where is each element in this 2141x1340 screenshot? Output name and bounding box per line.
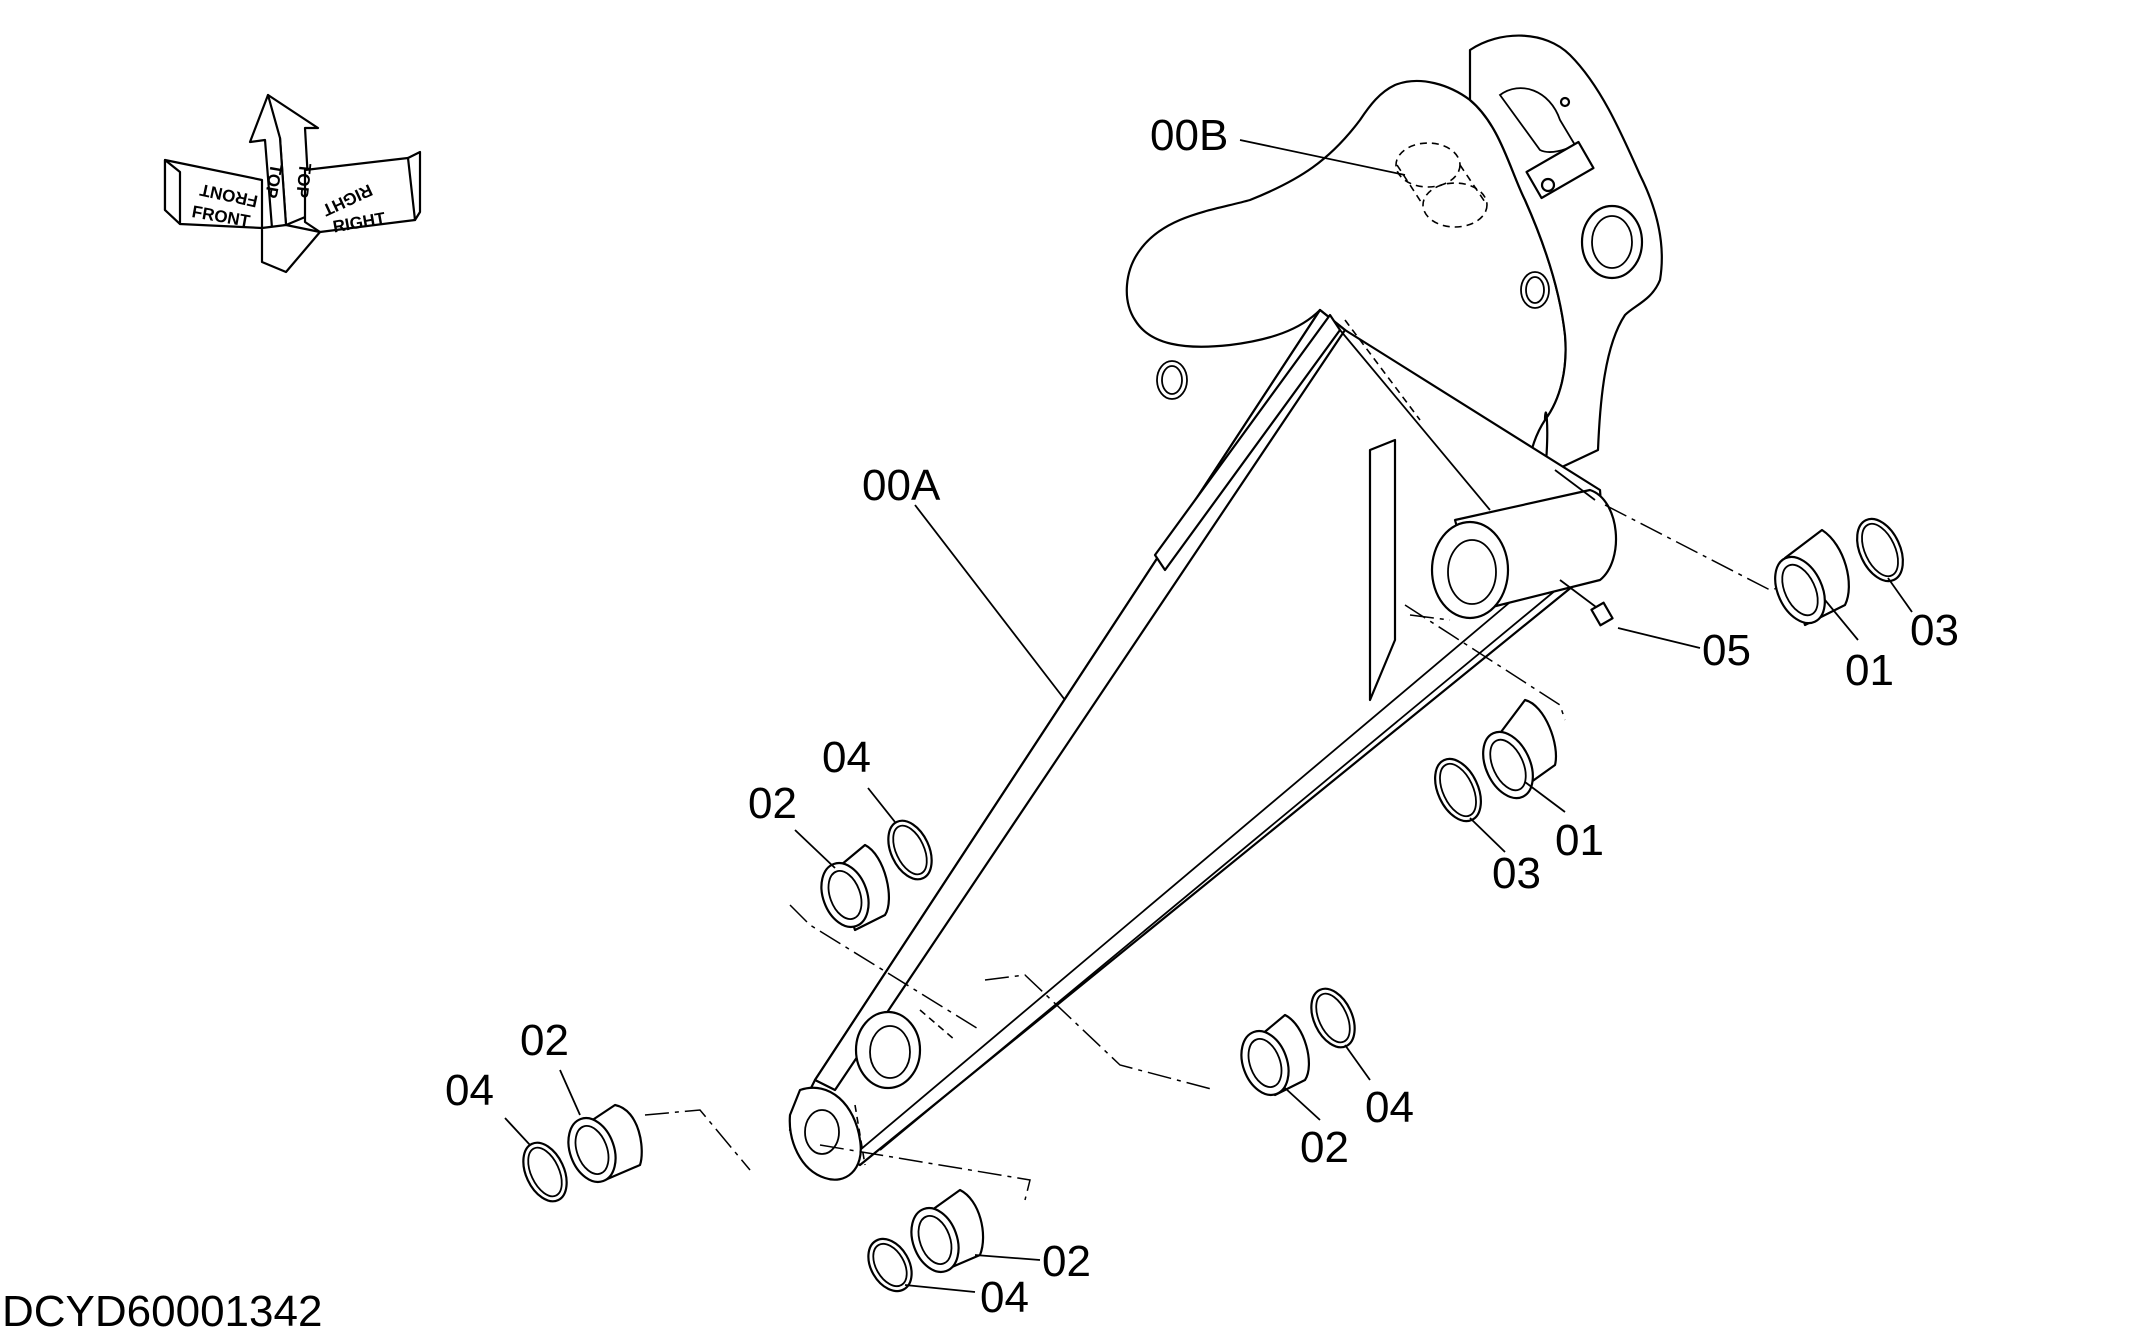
callout-05: 05: [1702, 626, 1751, 675]
shim-04-a: [887, 819, 933, 881]
callout-03-mid: 03: [1492, 849, 1541, 898]
callout-02-d: 02: [1042, 1237, 1091, 1286]
bushing-02-b: [567, 1103, 643, 1184]
callout-04-d: 04: [980, 1273, 1029, 1322]
callout-04-b: 04: [445, 1066, 494, 1115]
callout-00B: 00B: [1150, 111, 1228, 160]
shim-04-b: [522, 1141, 568, 1203]
shim-03-upper: [1856, 517, 1904, 583]
leader-lines: [504, 139, 1913, 1293]
drawing-reference-code: DCYD60001342: [2, 1287, 322, 1335]
assembly-lines: [644, 504, 1791, 1201]
bushing-01-upper: [1774, 528, 1850, 627]
callout-labels: 00B 00A 05 01 03 01 03 04 02 02 04 02 04…: [445, 111, 1959, 1322]
bushing-01-mid: [1482, 698, 1558, 800]
callout-03-upper: 03: [1910, 606, 1959, 655]
rear-plate: [1468, 34, 1663, 477]
callout-04-c: 04: [1365, 1083, 1414, 1132]
callout-00A: 00A: [862, 461, 941, 510]
bushing-02-c: [1240, 1013, 1310, 1097]
callout-01-upper: 01: [1845, 646, 1894, 695]
callout-02-c: 02: [1300, 1123, 1349, 1172]
arm-assembly: [788, 34, 1663, 1181]
shim-04-c: [1310, 987, 1356, 1049]
orientation-indicator: FRONT FRONT TOP TOP RIGHT RIGHT: [163, 93, 422, 274]
shim-04-d: [867, 1237, 913, 1293]
orientation-top-label: TOP: [292, 162, 315, 198]
callout-01-mid: 01: [1555, 816, 1604, 865]
bushing-02-d: [910, 1188, 985, 1274]
callout-02-b: 02: [520, 1016, 569, 1065]
callout-04-a: 04: [822, 733, 871, 782]
shim-03-mid: [1434, 757, 1482, 823]
callout-02-a: 02: [748, 779, 797, 828]
bushing-02-a: [820, 843, 890, 932]
